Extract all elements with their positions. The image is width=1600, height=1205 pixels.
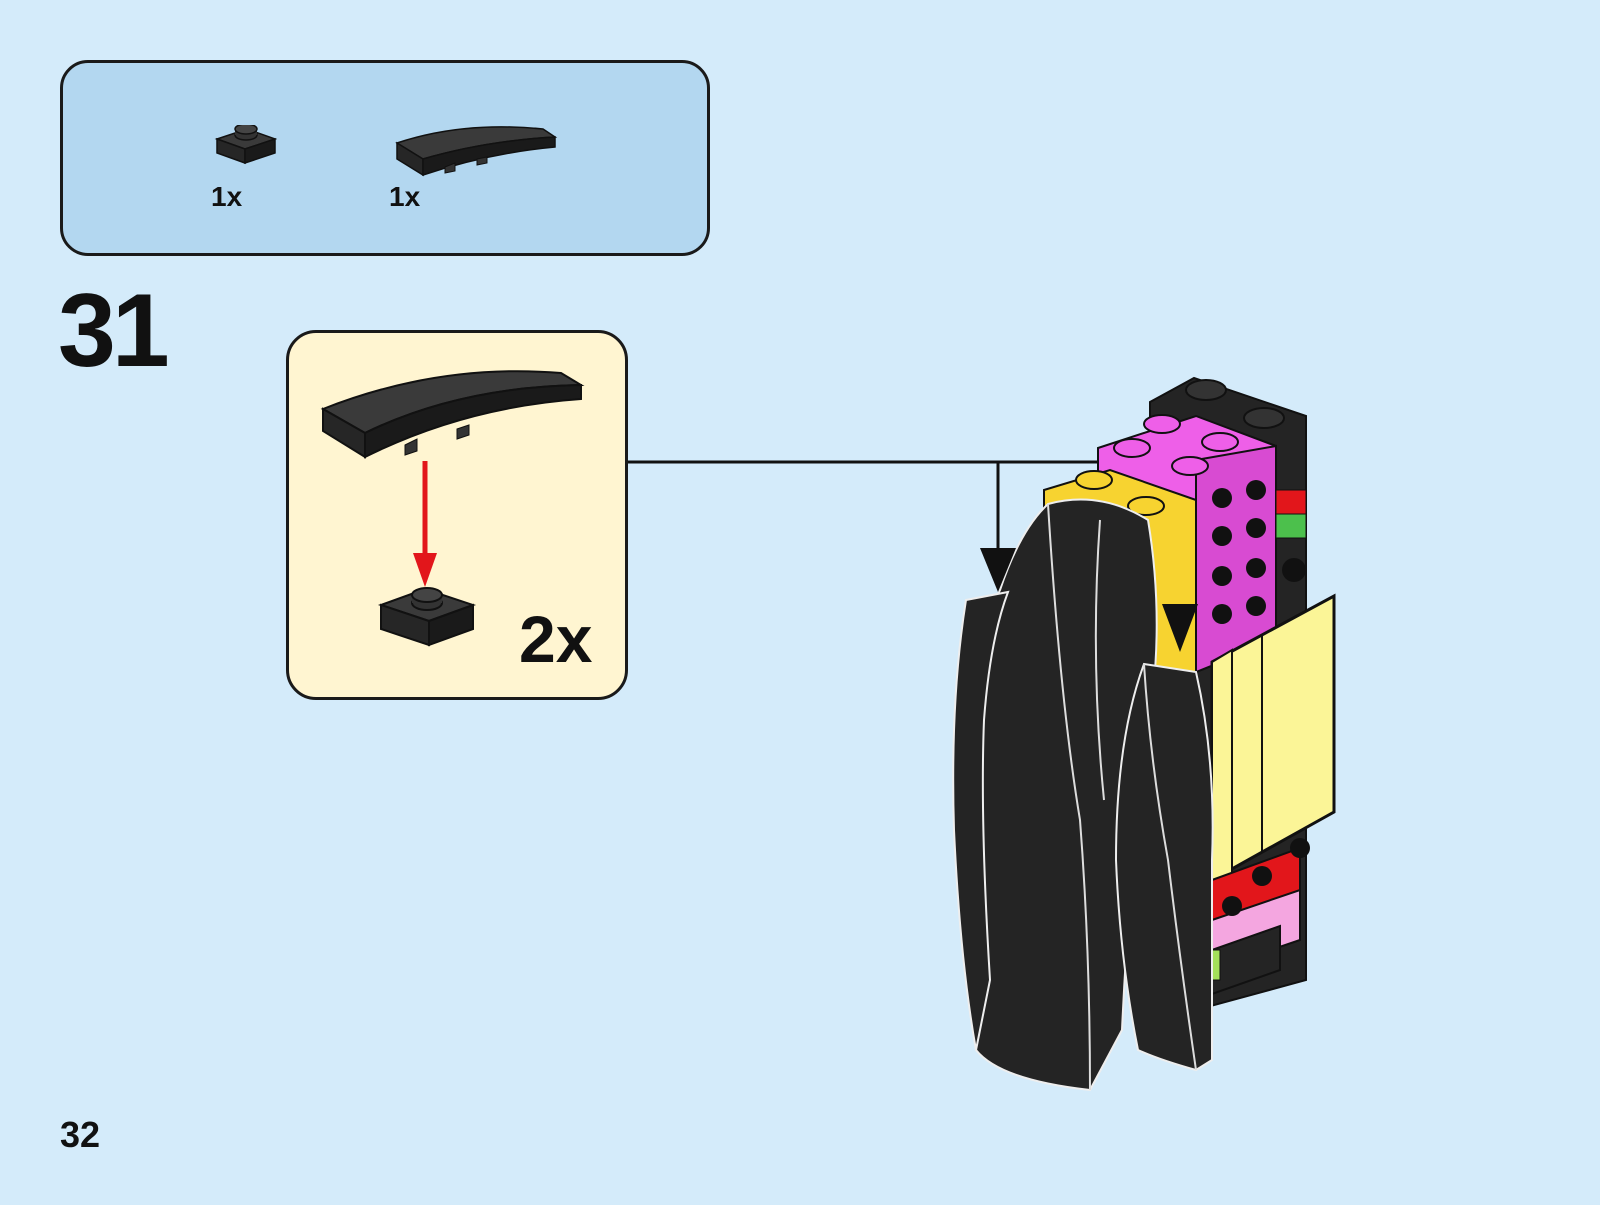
step-number: 31 [58, 273, 170, 389]
stud-icon [1185, 379, 1227, 401]
stud-icon [1243, 407, 1285, 429]
black-curved-slope [952, 590, 1010, 1051]
parts-list-box: 1x 1x [60, 60, 710, 256]
sub-assembly-illustration [320, 370, 585, 647]
magenta-studs [1113, 414, 1239, 476]
side-stud-holes [1212, 480, 1266, 624]
part-quantity: 1x [211, 181, 243, 212]
callout-quantity: 2x [519, 602, 593, 676]
plate-1x1-icon [213, 125, 277, 167]
sub-assembly-callout: 2x [286, 330, 628, 700]
down-arrow-icon [980, 548, 1016, 592]
page-number: 32 [60, 1114, 101, 1155]
down-arrow-icon [1162, 604, 1198, 652]
part-quantity: 1x [389, 181, 421, 212]
black-curved-slope-new [1114, 662, 1214, 1072]
yellow-studs [1075, 470, 1165, 516]
curved-slope-icon [393, 125, 563, 181]
